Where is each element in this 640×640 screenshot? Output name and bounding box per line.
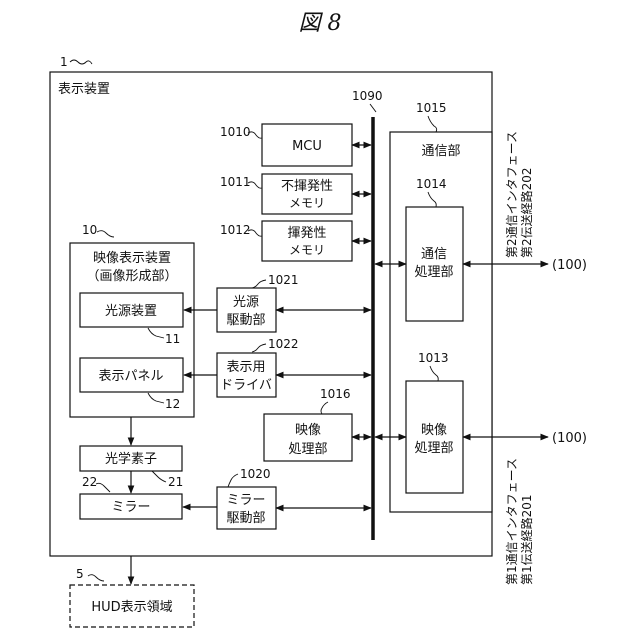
- nonvolatile-memory-label-1: 不揮発性: [281, 179, 333, 194]
- comm-processing-label-2: 処理部: [414, 265, 453, 280]
- iface1-line2: 第1伝送経路201: [519, 494, 534, 585]
- ref-1021: 1021: [268, 273, 299, 287]
- video-processing-b-label-1: 映像: [421, 423, 447, 438]
- ref-1-leader: [70, 60, 92, 64]
- display-device-label: 表示装置: [58, 82, 110, 97]
- ref-1090: 1090: [352, 89, 383, 103]
- ref-22: 22: [82, 475, 97, 489]
- comm-processing-box: [406, 207, 463, 321]
- ref-1022: 1022: [268, 337, 299, 351]
- light-source-driver-label-2: 駆動部: [226, 313, 265, 328]
- comm-unit-label: 通信部: [421, 144, 460, 159]
- video-display-device-label-2: （画像形成部）: [86, 269, 177, 284]
- display-driver-label-2: ドライバ: [220, 378, 272, 393]
- external-100-top: (100): [552, 258, 587, 273]
- volatile-memory-label-1: 揮発性: [287, 226, 326, 241]
- mirror-driver-label-1: ミラー: [226, 493, 265, 508]
- ref-1: 1: [60, 55, 68, 69]
- video-display-device-label-1: 映像表示装置: [93, 251, 171, 266]
- figure-title: 図 8: [299, 11, 342, 36]
- mcu-label: MCU: [292, 139, 322, 154]
- mirror-label: ミラー: [111, 500, 150, 515]
- nonvolatile-memory-label-2: メモリ: [289, 196, 325, 210]
- volatile-memory-label-2: メモリ: [289, 243, 325, 257]
- light-source-device-label: 光源装置: [105, 304, 157, 319]
- comm-processing-label-1: 通信: [421, 247, 447, 262]
- light-source-driver-label-1: 光源: [233, 295, 259, 310]
- ref-1013: 1013: [418, 351, 449, 365]
- ref-12: 12: [165, 397, 180, 411]
- iface1-line1: 第1通信インタフェース: [505, 458, 519, 585]
- video-processing-a-label-2: 処理部: [288, 442, 327, 457]
- hud-display-area-label: HUD表示領域: [91, 599, 172, 615]
- ref-5-leader: [88, 575, 104, 581]
- external-100-bottom: (100): [552, 431, 587, 446]
- ref-11: 11: [165, 332, 180, 346]
- ref-1016: 1016: [320, 387, 351, 401]
- ref-1012: 1012: [220, 223, 251, 237]
- ref-1020: 1020: [240, 467, 271, 481]
- iface2-line1: 第2通信インタフェース: [505, 131, 519, 258]
- video-processing-a-label-1: 映像: [295, 423, 321, 438]
- ref-1011: 1011: [220, 175, 251, 189]
- ref-1015: 1015: [416, 101, 447, 115]
- ref-21: 21: [168, 475, 183, 489]
- ref-10: 10: [82, 223, 97, 237]
- ref-1010: 1010: [220, 125, 251, 139]
- video-processing-b-label-2: 処理部: [414, 441, 453, 456]
- optical-element-label: 光学素子: [105, 451, 157, 467]
- display-driver-label-1: 表示用: [226, 360, 265, 375]
- display-panel-label: 表示パネル: [98, 369, 163, 384]
- ref-1014: 1014: [416, 177, 447, 191]
- mirror-driver-label-2: 駆動部: [226, 511, 265, 526]
- ref-5: 5: [76, 567, 84, 581]
- iface2-line2: 第2伝送経路202: [519, 167, 534, 258]
